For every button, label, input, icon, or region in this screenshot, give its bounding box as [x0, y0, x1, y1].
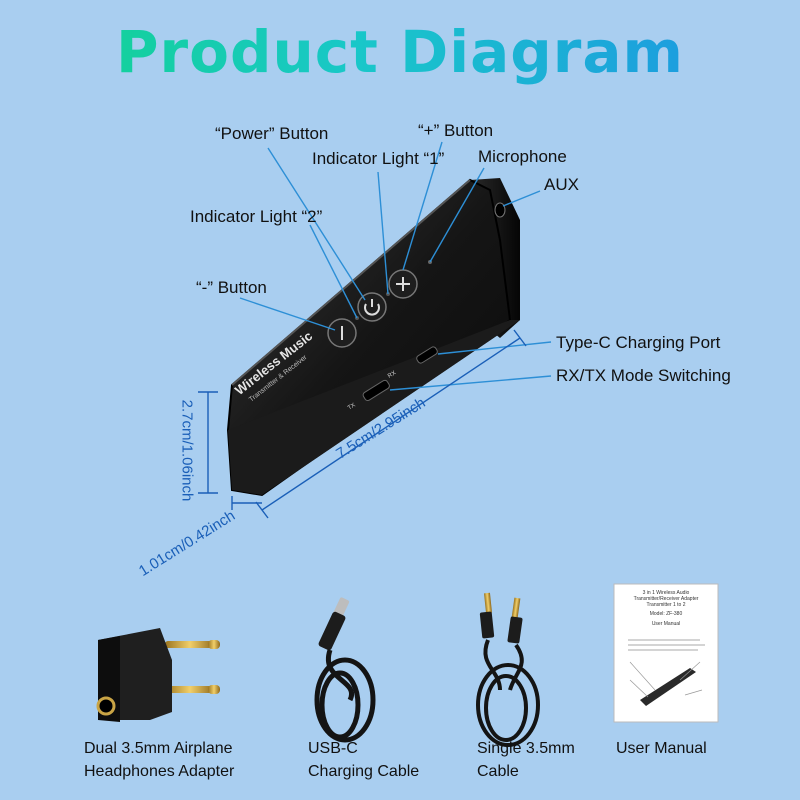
typec-port: [416, 346, 438, 364]
power-button[interactable]: [357, 292, 387, 322]
callout-indicator-2: Indicator Light “2”: [190, 207, 323, 226]
aux-cable-image: [476, 592, 540, 747]
caption-line: Dual 3.5mm Airplane: [84, 740, 233, 757]
callout-typec-port: Type-C Charging Port: [556, 333, 721, 352]
page-title: Product Diagram: [0, 18, 800, 86]
callout-plus-button: “+” Button: [418, 121, 494, 140]
caption-aux-cable: Single 3.5mm Cable: [477, 737, 575, 783]
minus-button[interactable]: [327, 318, 357, 348]
callout-mode-switch: RX/TX Mode Switching: [556, 366, 731, 385]
mode-switch[interactable]: [362, 379, 391, 402]
manual-heading-line: 3 in 1 Wireless Audio: [642, 590, 690, 596]
caption-airplane-adapter: Dual 3.5mm Airplane Headphones Adapter: [84, 737, 234, 783]
callout-indicator-1: Indicator Light “1”: [312, 149, 445, 168]
manual-heading-line: Transmitter 1 to 2: [646, 602, 686, 608]
caption-line: Single 3.5mm: [477, 740, 575, 757]
manual-heading: 3 in 1 Wireless Audio Transmitter/Receiv…: [614, 590, 718, 627]
callout-lines: [239, 141, 552, 391]
caption-line: Headphones Adapter: [84, 763, 235, 780]
user-manual-image: [613, 583, 719, 723]
caption-line: User Manual: [616, 740, 707, 757]
airplane-adapter-image: [96, 628, 220, 722]
manual-heading-line: Transmitter/Receiver Adapter: [633, 596, 699, 602]
callout-aux: AUX: [544, 175, 579, 194]
manual-subtitle: User Manual: [651, 621, 681, 627]
callout-microphone: Microphone: [478, 147, 567, 166]
caption-usb-c-cable: USB-C Charging Cable: [308, 737, 419, 783]
plus-button[interactable]: [388, 269, 418, 299]
aux-jack: [494, 202, 506, 218]
caption-line: USB-C: [308, 740, 358, 757]
dimension-height: 2.7cm/1.06inch: [178, 399, 196, 502]
callout-power-button: “Power” Button: [215, 124, 329, 143]
usb-c-cable-image: [314, 597, 376, 743]
caption-line: Cable: [477, 763, 519, 780]
dimension-lines: [198, 329, 527, 519]
callout-minus-button: “-” Button: [196, 278, 267, 297]
caption-line: Charging Cable: [308, 763, 420, 780]
manual-model: Model: ZF-380: [649, 611, 683, 617]
caption-user-manual: User Manual: [616, 737, 707, 760]
